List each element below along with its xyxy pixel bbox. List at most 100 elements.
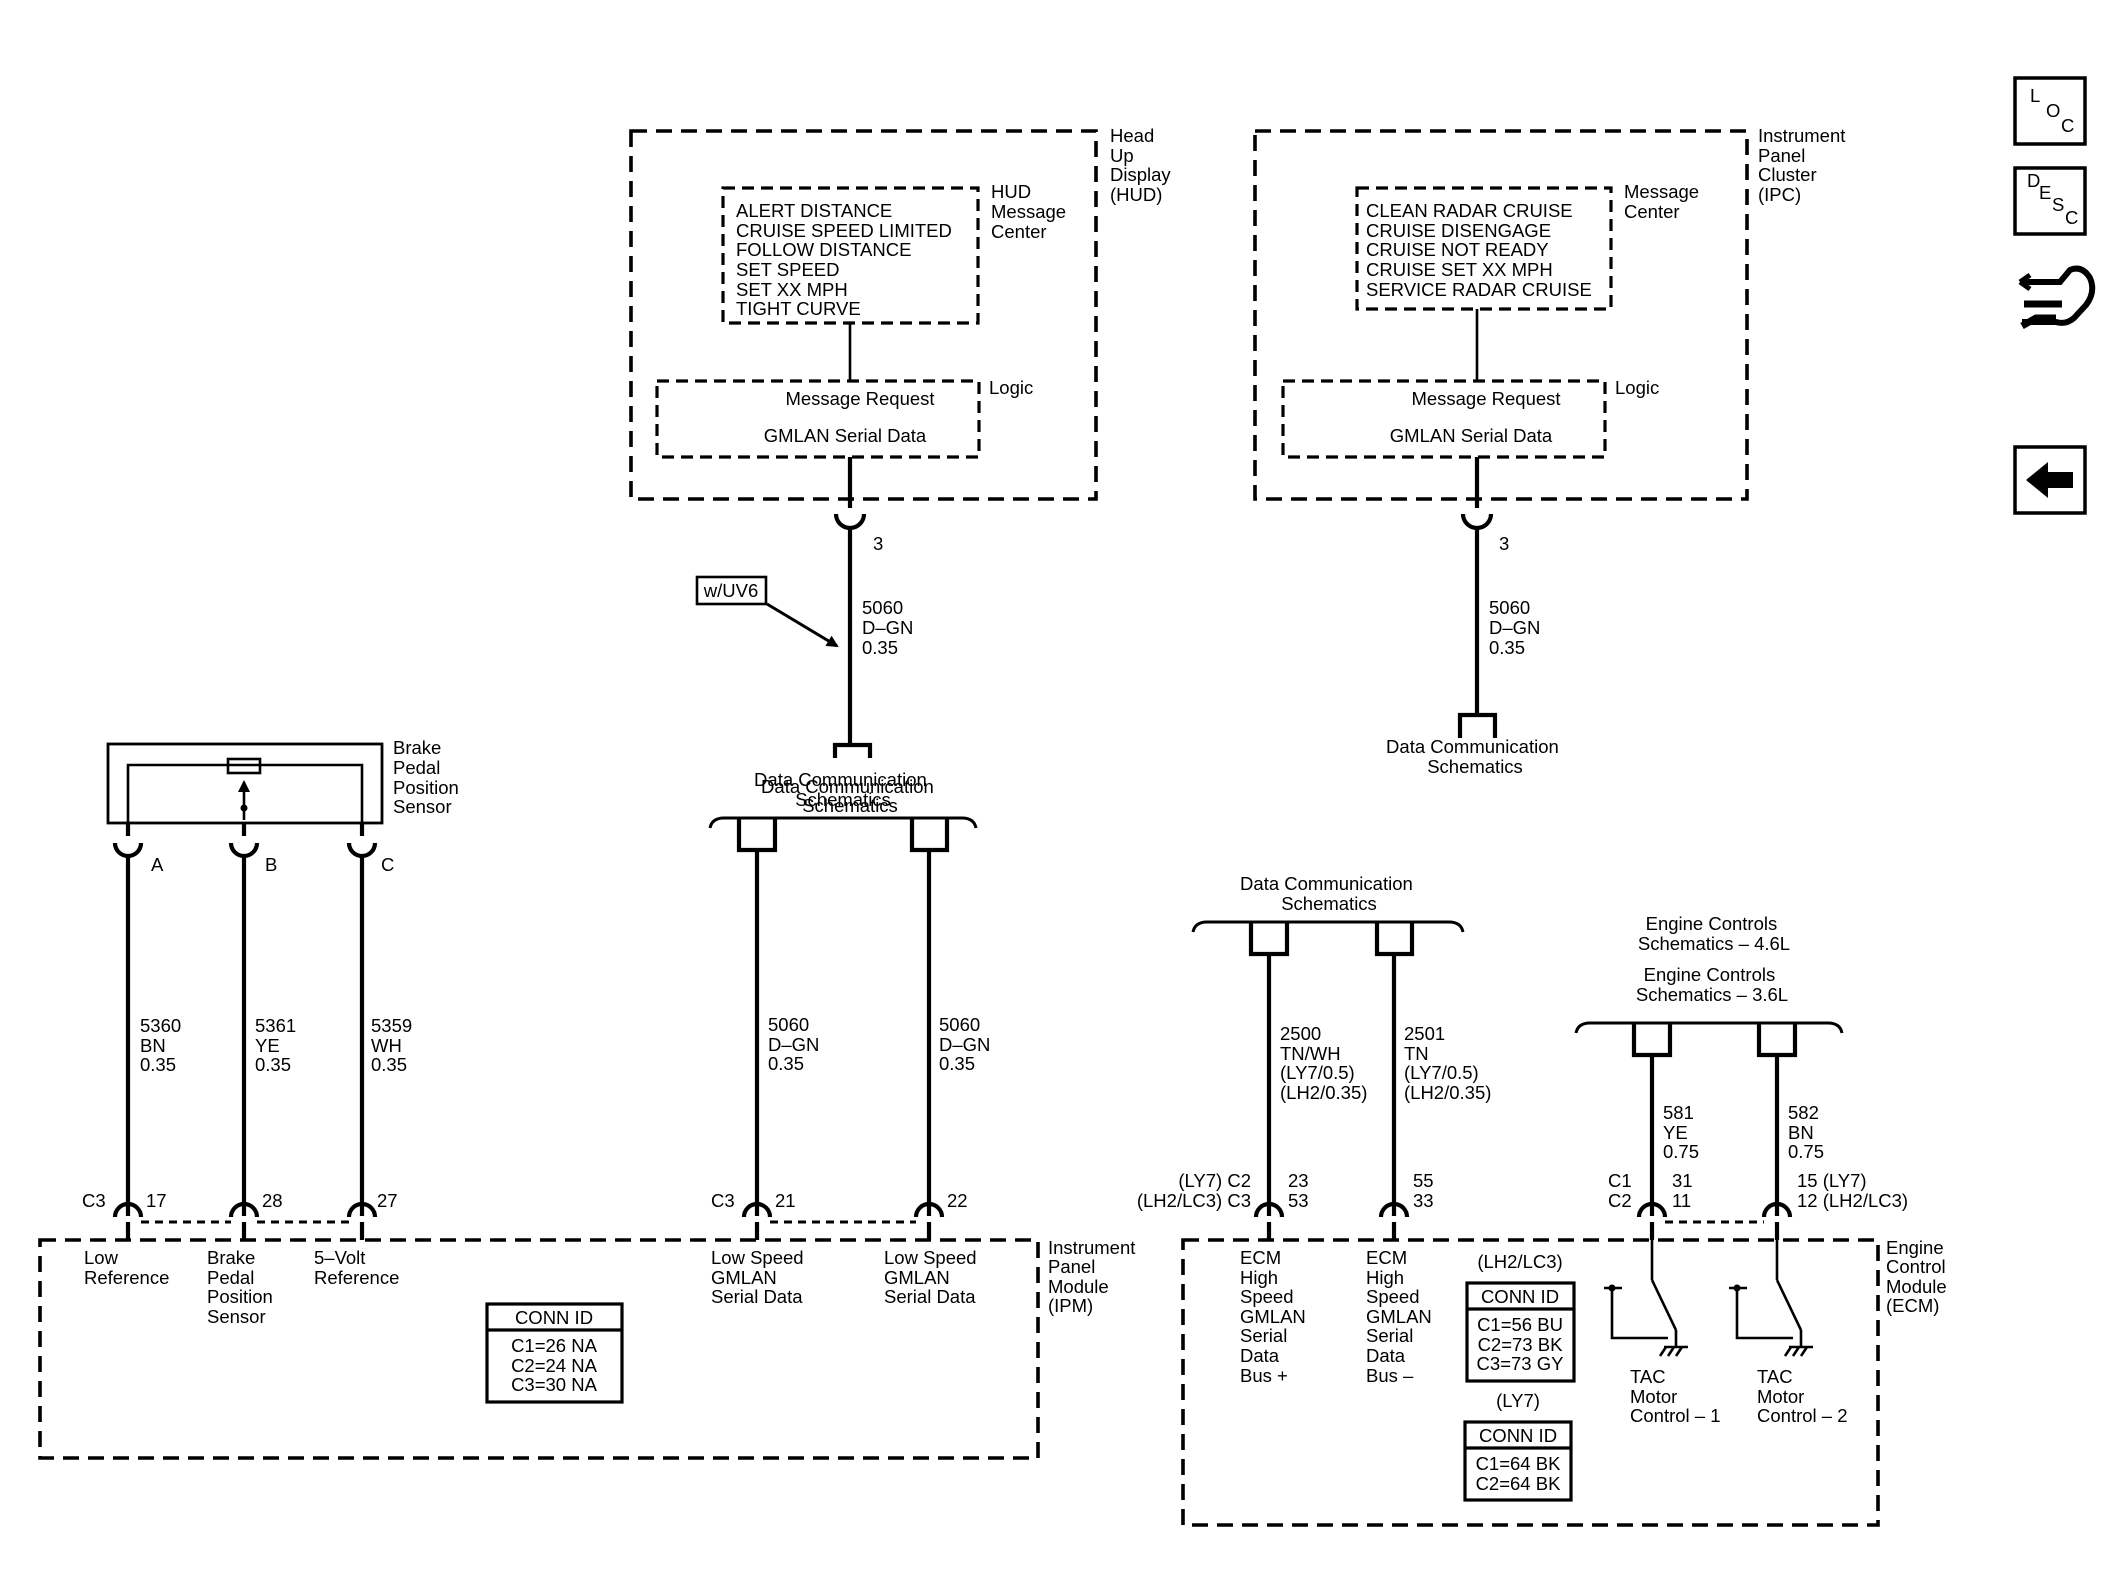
ipm-link-label: Data Communication Schematics <box>754 769 932 810</box>
hud-link-label: Data Communication Schematics <box>761 776 939 816</box>
desc-icon[interactable]: D E S C <box>2013 166 2087 236</box>
ipm-pin-27 <box>346 1201 378 1218</box>
ipm-pin-number: 21 <box>775 1190 796 1211</box>
ipc-link-block <box>1457 712 1498 738</box>
ecm-title-line: Module <box>1886 1276 1947 1297</box>
switch-blade <box>1775 1279 1803 1331</box>
circuit-label-line: Speed <box>1366 1286 1420 1307</box>
ipc-msg-center-line: Message <box>1624 181 1699 202</box>
wire-line: 5060 <box>1489 597 1530 618</box>
hud-message-list: ALERT DISTANCE CRUISE SPEED LIMITED FOLL… <box>736 200 957 319</box>
ipc-link-label: Data Communication Schematics <box>1386 736 1564 777</box>
hud-logic-line: GMLAN Serial Data <box>764 425 927 446</box>
wire-5060-b-label: 5060 D–GN 0.35 <box>939 1014 996 1074</box>
loc-icon[interactable]: L O C <box>2013 76 2087 146</box>
sensor-pin-label: C <box>381 854 394 875</box>
ecm-title-line: (ECM) <box>1886 1295 1939 1316</box>
hud-title-line: Display <box>1110 164 1171 185</box>
wire-line: D–GN <box>768 1034 819 1055</box>
wire-line: 582 <box>1788 1102 1819 1123</box>
ipc-message: CRUISE DISENGAGE <box>1366 220 1551 241</box>
circuit-label-line: Serial Data <box>884 1286 976 1307</box>
ipm-connector-id: C3 <box>711 1190 735 1211</box>
wire-5361-label: 5361 YE 0.35 <box>255 1015 301 1075</box>
conn-id-table-frame <box>1463 1420 1573 1502</box>
ipc-message-center-box <box>1355 186 1613 311</box>
link-label-line: Schematics <box>1281 893 1377 914</box>
engine-link-label-36: Engine Controls Schematics – 3.6L <box>1636 964 1788 1005</box>
conn-id-title: CONN ID <box>1479 1425 1557 1446</box>
switch-node <box>1608 1284 1616 1292</box>
wire-5359-label: 5359 WH 0.35 <box>371 1015 417 1075</box>
hud-msg-center-line: Message <box>991 201 1066 222</box>
ipm-pin-number: 22 <box>947 1190 968 1211</box>
ipc-logic-line: GMLAN Serial Data <box>1390 425 1553 446</box>
conn-id-row: C2=73 BK <box>1478 1334 1564 1355</box>
ecm-pin-23-53 <box>1253 1201 1285 1218</box>
wire-line: 0.35 <box>768 1053 804 1074</box>
back-arrow-icon[interactable] <box>2013 445 2087 515</box>
ipm-conn-id-table: CONN ID C1=26 NA C2=24 NA C3=30 NA <box>485 1302 624 1404</box>
loc-icon-letter: O <box>2046 100 2060 121</box>
wire-line: WH <box>371 1035 402 1056</box>
circuit-label-line: Serial <box>1240 1325 1287 1346</box>
ipm-title-line: (IPM) <box>1048 1295 1093 1316</box>
ecm-pin-15-12 <box>1761 1201 1793 1218</box>
wire-line: 0.35 <box>255 1054 291 1075</box>
ipm-circuit-label: Low Speed GMLAN Serial Data <box>884 1247 982 1307</box>
connector-icon-arrow <box>2018 272 2032 292</box>
ipc-message-list: CLEAN RADAR CRUISE CRUISE DISENGAGE CRUI… <box>1366 200 1592 300</box>
wire-line: D–GN <box>939 1034 990 1055</box>
wire-5360-label: 5360 BN 0.35 <box>140 1015 186 1075</box>
link-label-line: Schematics <box>1427 756 1523 777</box>
circuit-label-line: GMLAN <box>1240 1306 1306 1327</box>
sensor-inner-trace <box>126 763 364 823</box>
ecm-pin-number: 23 <box>1288 1170 1309 1191</box>
engine-link-block <box>1756 1023 1798 1058</box>
circuit-label-line: High <box>1366 1267 1404 1288</box>
ecm-connector-id: C1 <box>1608 1170 1632 1191</box>
hud-title: Head Up Display (HUD) <box>1110 125 1176 205</box>
hud-title-line: (HUD) <box>1110 184 1162 205</box>
ground-icon <box>1783 1345 1813 1357</box>
switch-control-line <box>1610 1288 1668 1340</box>
ipc-title: Instrument Panel Cluster (IPC) <box>1758 125 1851 205</box>
sensor-pin-b-connector <box>228 842 260 859</box>
ecm-circuit-label: TAC Motor Control – 1 <box>1630 1366 1721 1426</box>
ecm-conn-id-table-lh2: CONN ID C1=56 BU C2=73 BK C3=73 GY <box>1465 1281 1576 1383</box>
link-label-line: Schematics – 3.6L <box>1636 984 1788 1005</box>
wire-line: 0.75 <box>1663 1141 1699 1162</box>
wire-line: (LH2/0.35) <box>1280 1082 1367 1103</box>
ecm-connector-id: (LH2/LC3) C3 <box>1137 1190 1251 1211</box>
conn-id-title: CONN ID <box>515 1307 593 1328</box>
wire-line: 5359 <box>371 1015 412 1036</box>
circuit-label-line: Reference <box>314 1267 399 1288</box>
circuit-label-line: Bus + <box>1240 1365 1288 1386</box>
sensor-pin-c-connector <box>346 842 378 859</box>
ipm-pin-number: 28 <box>262 1190 283 1211</box>
desc-icon-letter: D <box>2027 170 2040 191</box>
ipm-circuit-label: 5–Volt Reference <box>314 1247 399 1288</box>
conn-id-table-frame <box>1465 1281 1576 1383</box>
circuit-label-line: TAC <box>1630 1366 1666 1387</box>
engine-link-block <box>1631 1023 1673 1058</box>
ipc-outline <box>1253 129 1749 501</box>
sensor-pin-label: A <box>151 854 164 875</box>
wire-line: TN/WH <box>1280 1043 1341 1064</box>
circuit-label-line: Control – 2 <box>1757 1405 1848 1426</box>
connector-icon-body <box>2022 265 2096 326</box>
connector-icon[interactable] <box>2018 265 2096 330</box>
ipc-message: SERVICE RADAR CRUISE <box>1366 279 1592 300</box>
link-label-line: Schematics <box>802 795 898 816</box>
ipm-circuit-label: Brake Pedal Position Sensor <box>207 1247 278 1327</box>
link-label-line: Schematics <box>795 789 891 810</box>
ipm-circuit-label: Low Speed GMLAN Serial Data <box>711 1247 809 1307</box>
ecm-title-line: Control <box>1886 1256 1946 1277</box>
hud-message: FOLLOW DISTANCE <box>736 239 911 260</box>
ipc-message-center-label: Message Center <box>1624 181 1704 222</box>
conn-id-title: CONN ID <box>1481 1286 1559 1307</box>
wire-line: YE <box>255 1035 280 1056</box>
ipc-message: CLEAN RADAR CRUISE <box>1366 200 1573 221</box>
hud-message-center-label: HUD Message Center <box>991 181 1071 242</box>
ecm-conn-id-table-ly7: CONN ID C1=64 BK C2=64 BK <box>1463 1420 1573 1502</box>
